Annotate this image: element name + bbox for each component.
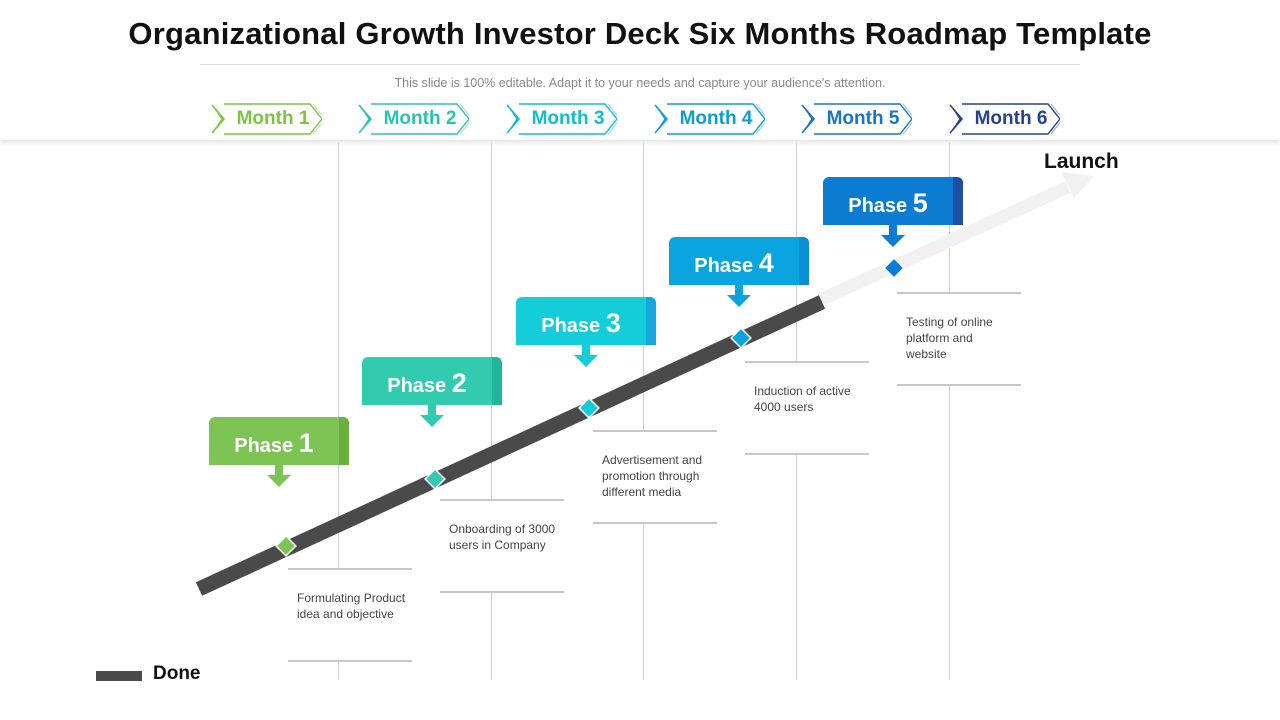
month-label: Month 2 <box>383 108 457 129</box>
month-chip-1: Month 1 <box>210 101 322 137</box>
phase-1-description-card: Formulating Product idea and objective <box>288 568 412 662</box>
month-chip-3: Month 3 <box>505 101 617 137</box>
slide-title: Organizational Growth Investor Deck Six … <box>128 16 1152 51</box>
phase-3-description-card: Advertisement and promotion through diff… <box>593 430 717 524</box>
progress-done-track <box>195 295 826 596</box>
month-gridline <box>338 143 339 680</box>
progress-remaining-track <box>817 181 1071 306</box>
phase-description: Formulating Product idea and objective <box>297 591 406 621</box>
phase-accent <box>799 237 809 285</box>
launch-arrow-head <box>1061 172 1094 198</box>
phase-word: Phase <box>387 375 447 397</box>
month-label: Month 6 <box>974 108 1048 129</box>
phase-title: Phase 2 <box>362 357 492 405</box>
month-chip-4: Month 4 <box>653 101 765 137</box>
month-chevron-icon <box>949 103 1060 135</box>
phase-number: 1 <box>298 428 314 458</box>
phase-3-down-arrow-icon <box>574 345 598 367</box>
legend-done-swatch <box>96 671 142 681</box>
phase-word: Phase <box>848 195 908 217</box>
phase-title: Phase 1 <box>209 417 339 465</box>
month-label: Month 5 <box>826 108 900 129</box>
month-label: Month 4 <box>679 108 753 129</box>
phase-description: Onboarding of 3000 users in Company <box>449 522 556 552</box>
phase-word: Phase <box>541 315 601 337</box>
phase-2-description-card: Onboarding of 3000 users in Company <box>440 499 564 593</box>
phase-number: 5 <box>912 188 928 218</box>
launch-label: Launch <box>1044 150 1119 173</box>
month-chevron-icon <box>358 103 469 135</box>
legend-done-label: Done <box>153 663 201 684</box>
phase-accent <box>492 357 502 405</box>
phase-description: Testing of online platform and website <box>906 315 993 361</box>
phase-description: Induction of active 4000 users <box>754 384 851 414</box>
phase-title: Phase 5 <box>823 177 953 225</box>
phase-4-description-card: Induction of active 4000 users <box>745 361 869 455</box>
phase-5-box: Phase 5 <box>823 177 963 225</box>
phase-5-milestone-diamond <box>883 257 905 279</box>
phase-accent <box>953 177 963 225</box>
phase-2-down-arrow-icon <box>420 405 444 427</box>
phase-description: Advertisement and promotion through diff… <box>602 453 703 499</box>
phase-5-down-arrow-icon <box>881 225 905 247</box>
phase-2-milestone-diamond <box>424 468 446 490</box>
month-chevron-icon <box>801 103 912 135</box>
month-chip-6: Month 6 <box>948 101 1060 137</box>
phase-4-milestone-diamond <box>730 327 752 349</box>
phase-number: 4 <box>758 248 774 278</box>
phase-number: 2 <box>451 368 467 398</box>
phase-word: Phase <box>694 255 754 277</box>
title-divider <box>200 64 1080 65</box>
month-chevron-icon <box>506 103 617 135</box>
slide-subtitle: This slide is 100% editable. Adapt it to… <box>394 76 886 90</box>
phase-4-down-arrow-icon <box>727 285 751 307</box>
month-chevron-icon <box>654 103 765 135</box>
phase-3-box: Phase 3 <box>516 297 656 345</box>
month-label: Month 1 <box>236 108 310 129</box>
month-gridline <box>491 143 492 680</box>
phase-title: Phase 3 <box>516 297 646 345</box>
month-chip-2: Month 2 <box>357 101 469 137</box>
month-chip-5: Month 5 <box>800 101 912 137</box>
phase-accent <box>339 417 349 465</box>
phase-5-description-card: Testing of online platform and website <box>897 292 1021 386</box>
phase-1-box: Phase 1 <box>209 417 349 465</box>
phase-1-milestone-diamond <box>275 535 297 557</box>
month-label: Month 3 <box>531 108 605 129</box>
phase-3-milestone-diamond <box>578 397 600 419</box>
phase-word: Phase <box>234 435 294 457</box>
month-gridline <box>643 143 644 680</box>
phase-4-box: Phase 4 <box>669 237 809 285</box>
phase-number: 3 <box>605 308 621 338</box>
phase-accent <box>646 297 656 345</box>
phase-2-box: Phase 2 <box>362 357 502 405</box>
phase-title: Phase 4 <box>669 237 799 285</box>
month-gridline <box>949 143 950 680</box>
month-chevron-icon <box>211 103 322 135</box>
phase-1-down-arrow-icon <box>267 465 291 487</box>
